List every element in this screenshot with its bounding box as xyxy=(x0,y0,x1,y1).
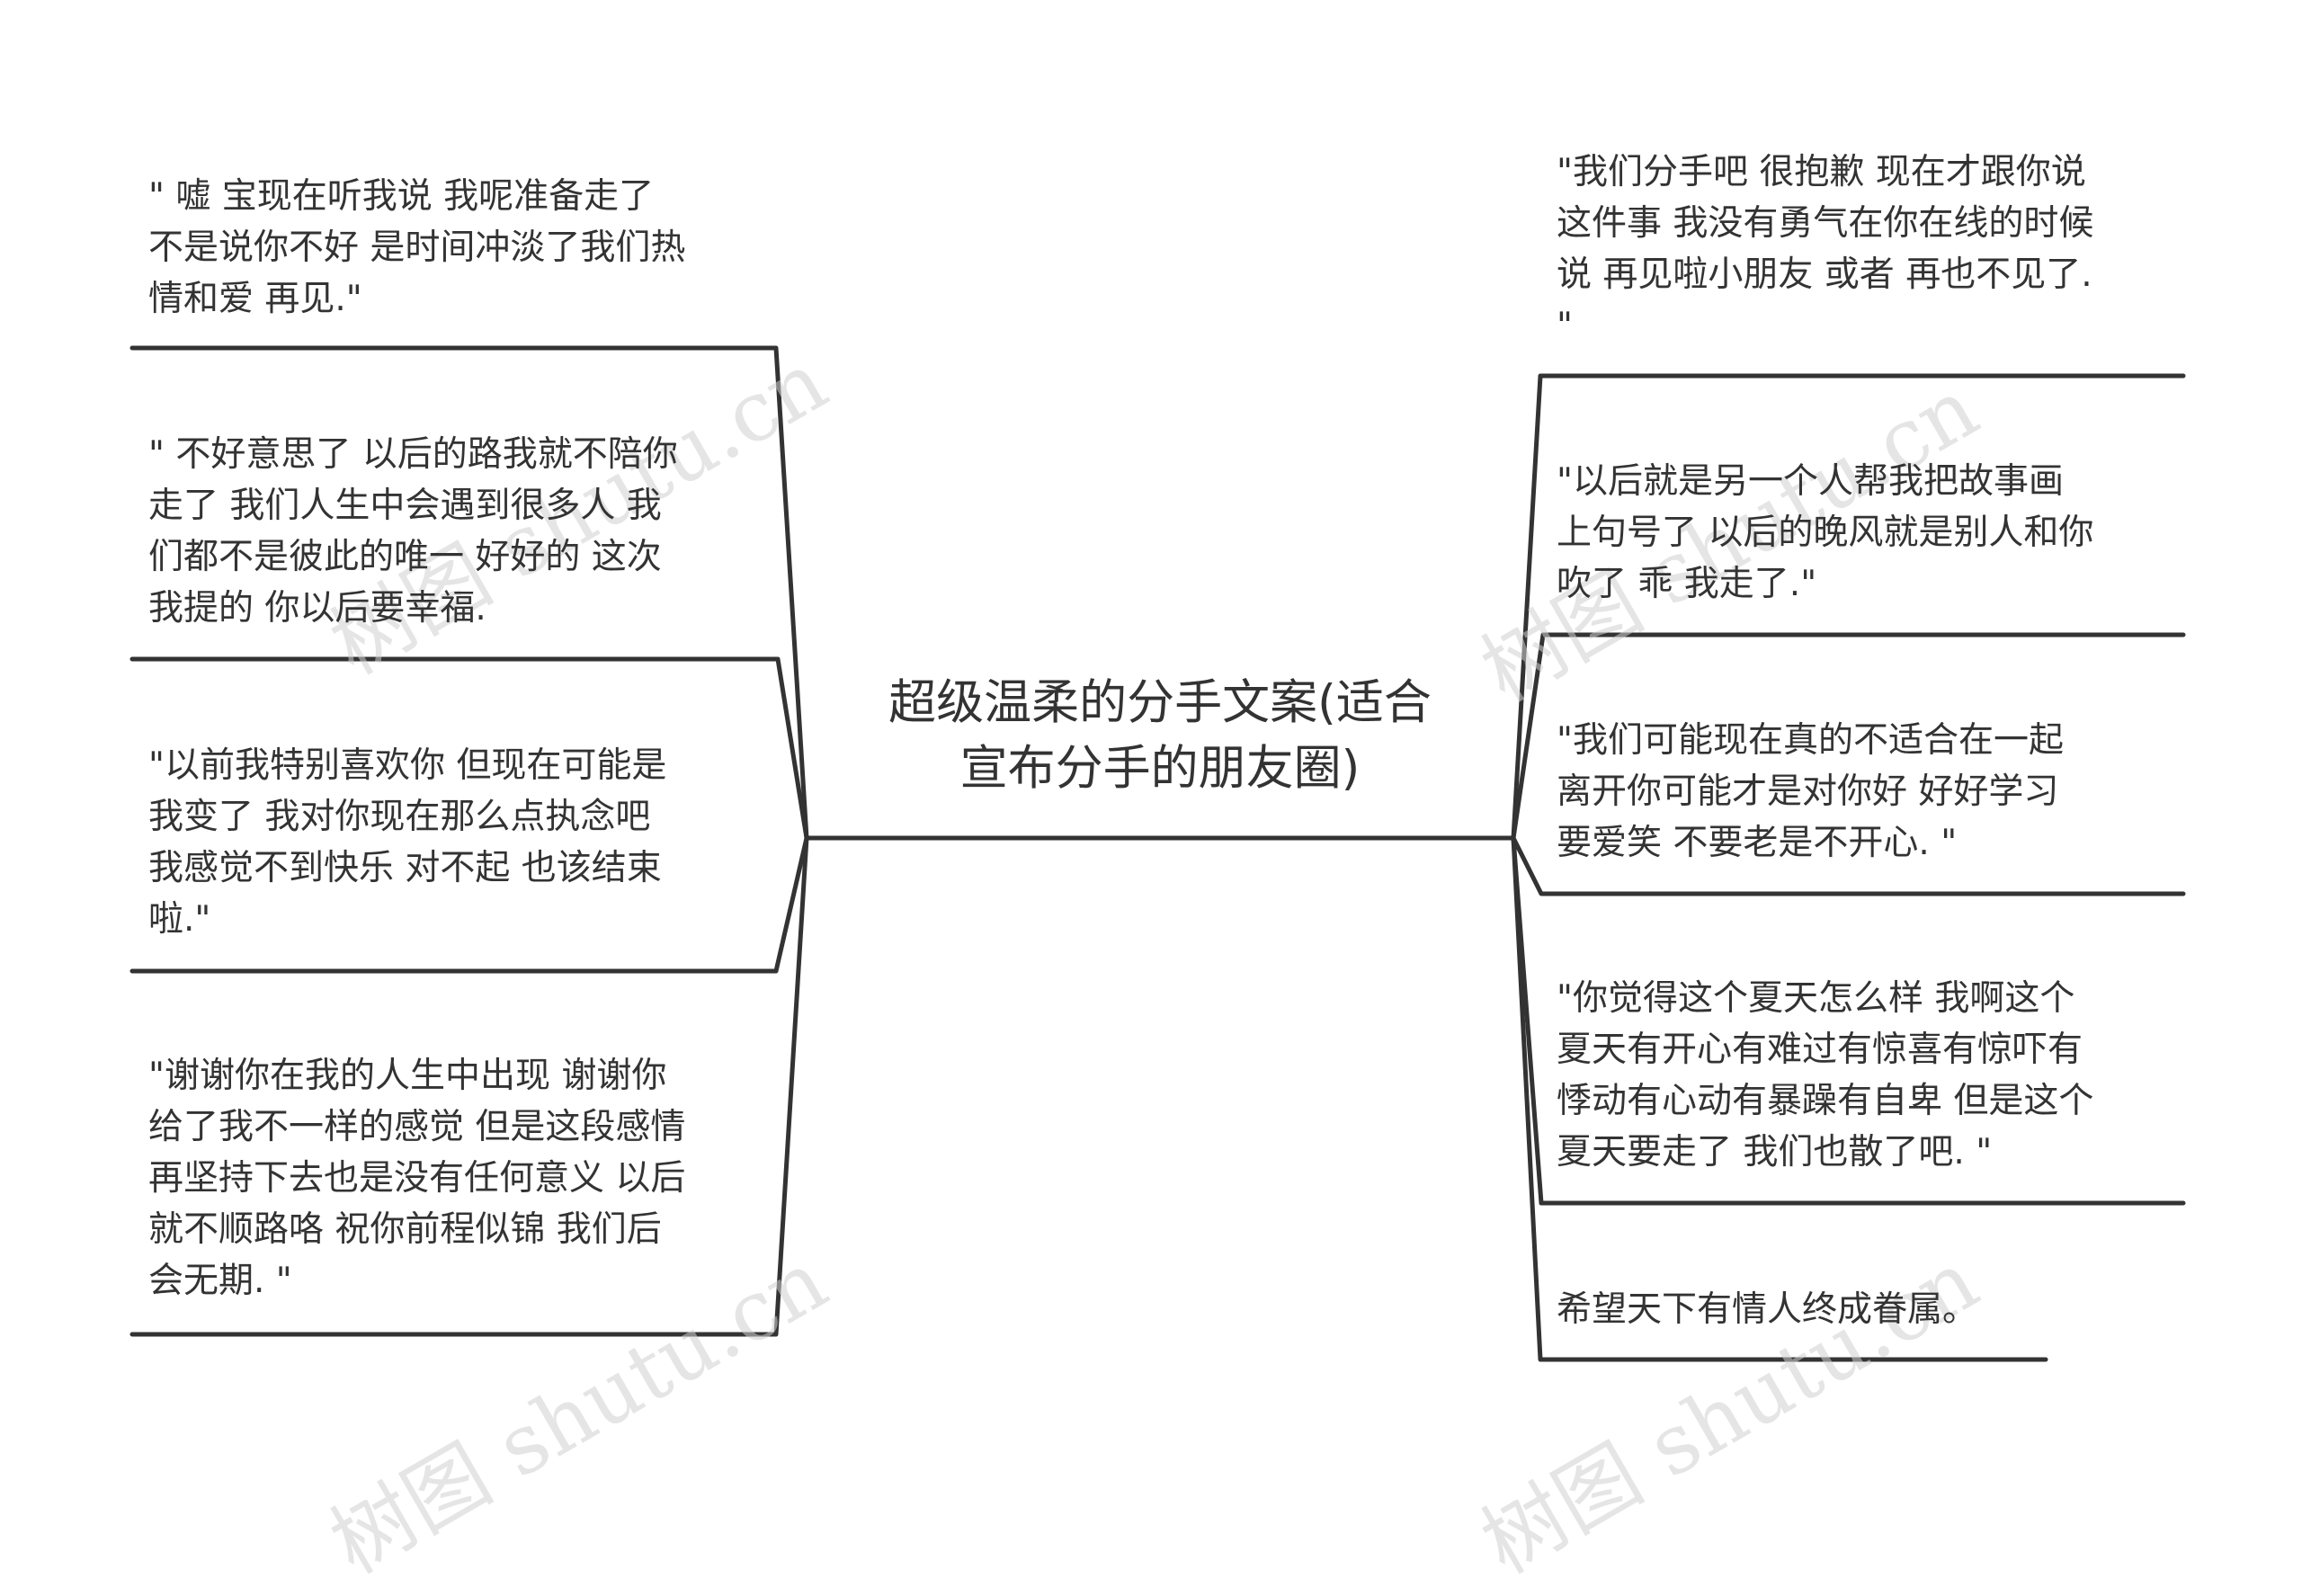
mindmap-connectors xyxy=(129,345,2186,1362)
connector-left-4 xyxy=(129,835,809,1337)
right-node-2[interactable]: "以后就是另一个人帮我把故事画 上句号了 以后的晚风就是别人和你 吹了 乖 我走… xyxy=(1557,461,2094,604)
connector-right-2 xyxy=(1511,632,2186,841)
left-node-2[interactable]: " 不好意思了 以后的路我就不陪你 走了 我们人生中会遇到很多人 我 们都不是彼… xyxy=(148,434,678,629)
right-node-4[interactable]: "你觉得这个夏天怎么样 我啊这个 夏天有开心有难过有惊喜有惊吓有 悸动有心动有暴… xyxy=(1557,978,2094,1172)
connector-left-2 xyxy=(129,656,809,841)
connector-right-3 xyxy=(1511,835,2186,896)
left-node-4[interactable]: "谢谢你在我的人生中出现 谢谢你 给了我不一样的感觉 但是这段感情 再坚持下去也… xyxy=(148,1056,686,1301)
connector-right-1 xyxy=(1511,373,2186,841)
root-topic[interactable]: 超级温柔的分手文案(适合 宣布分手的朋友圈) xyxy=(888,675,1432,796)
connector-left-3 xyxy=(129,835,809,974)
right-node-5[interactable]: 希望天下有情人终成眷属。 xyxy=(1557,1289,1978,1330)
left-node-1[interactable]: " 嘘 宝现在听我说 我呢准备走了 不是说你不好 是时间冲淡了我们热 情和爱 再… xyxy=(148,176,686,319)
right-node-1[interactable]: "我们分手吧 很抱歉 现在才跟你说 这件事 我没有勇气在你在线的时候 说 再见啦… xyxy=(1557,152,2094,346)
connector-left-1 xyxy=(129,345,809,841)
connector-right-5 xyxy=(1511,835,2048,1362)
left-node-3[interactable]: "以前我特别喜欢你 但现在可能是 我变了 我对你现在那么点执念吧 我感觉不到快乐… xyxy=(148,745,667,940)
right-node-3[interactable]: "我们可能现在真的不适合在一起 离开你可能才是对你好 好好学习 要爱笑 不要老是… xyxy=(1557,720,2064,863)
connector-right-4 xyxy=(1511,835,2186,1206)
